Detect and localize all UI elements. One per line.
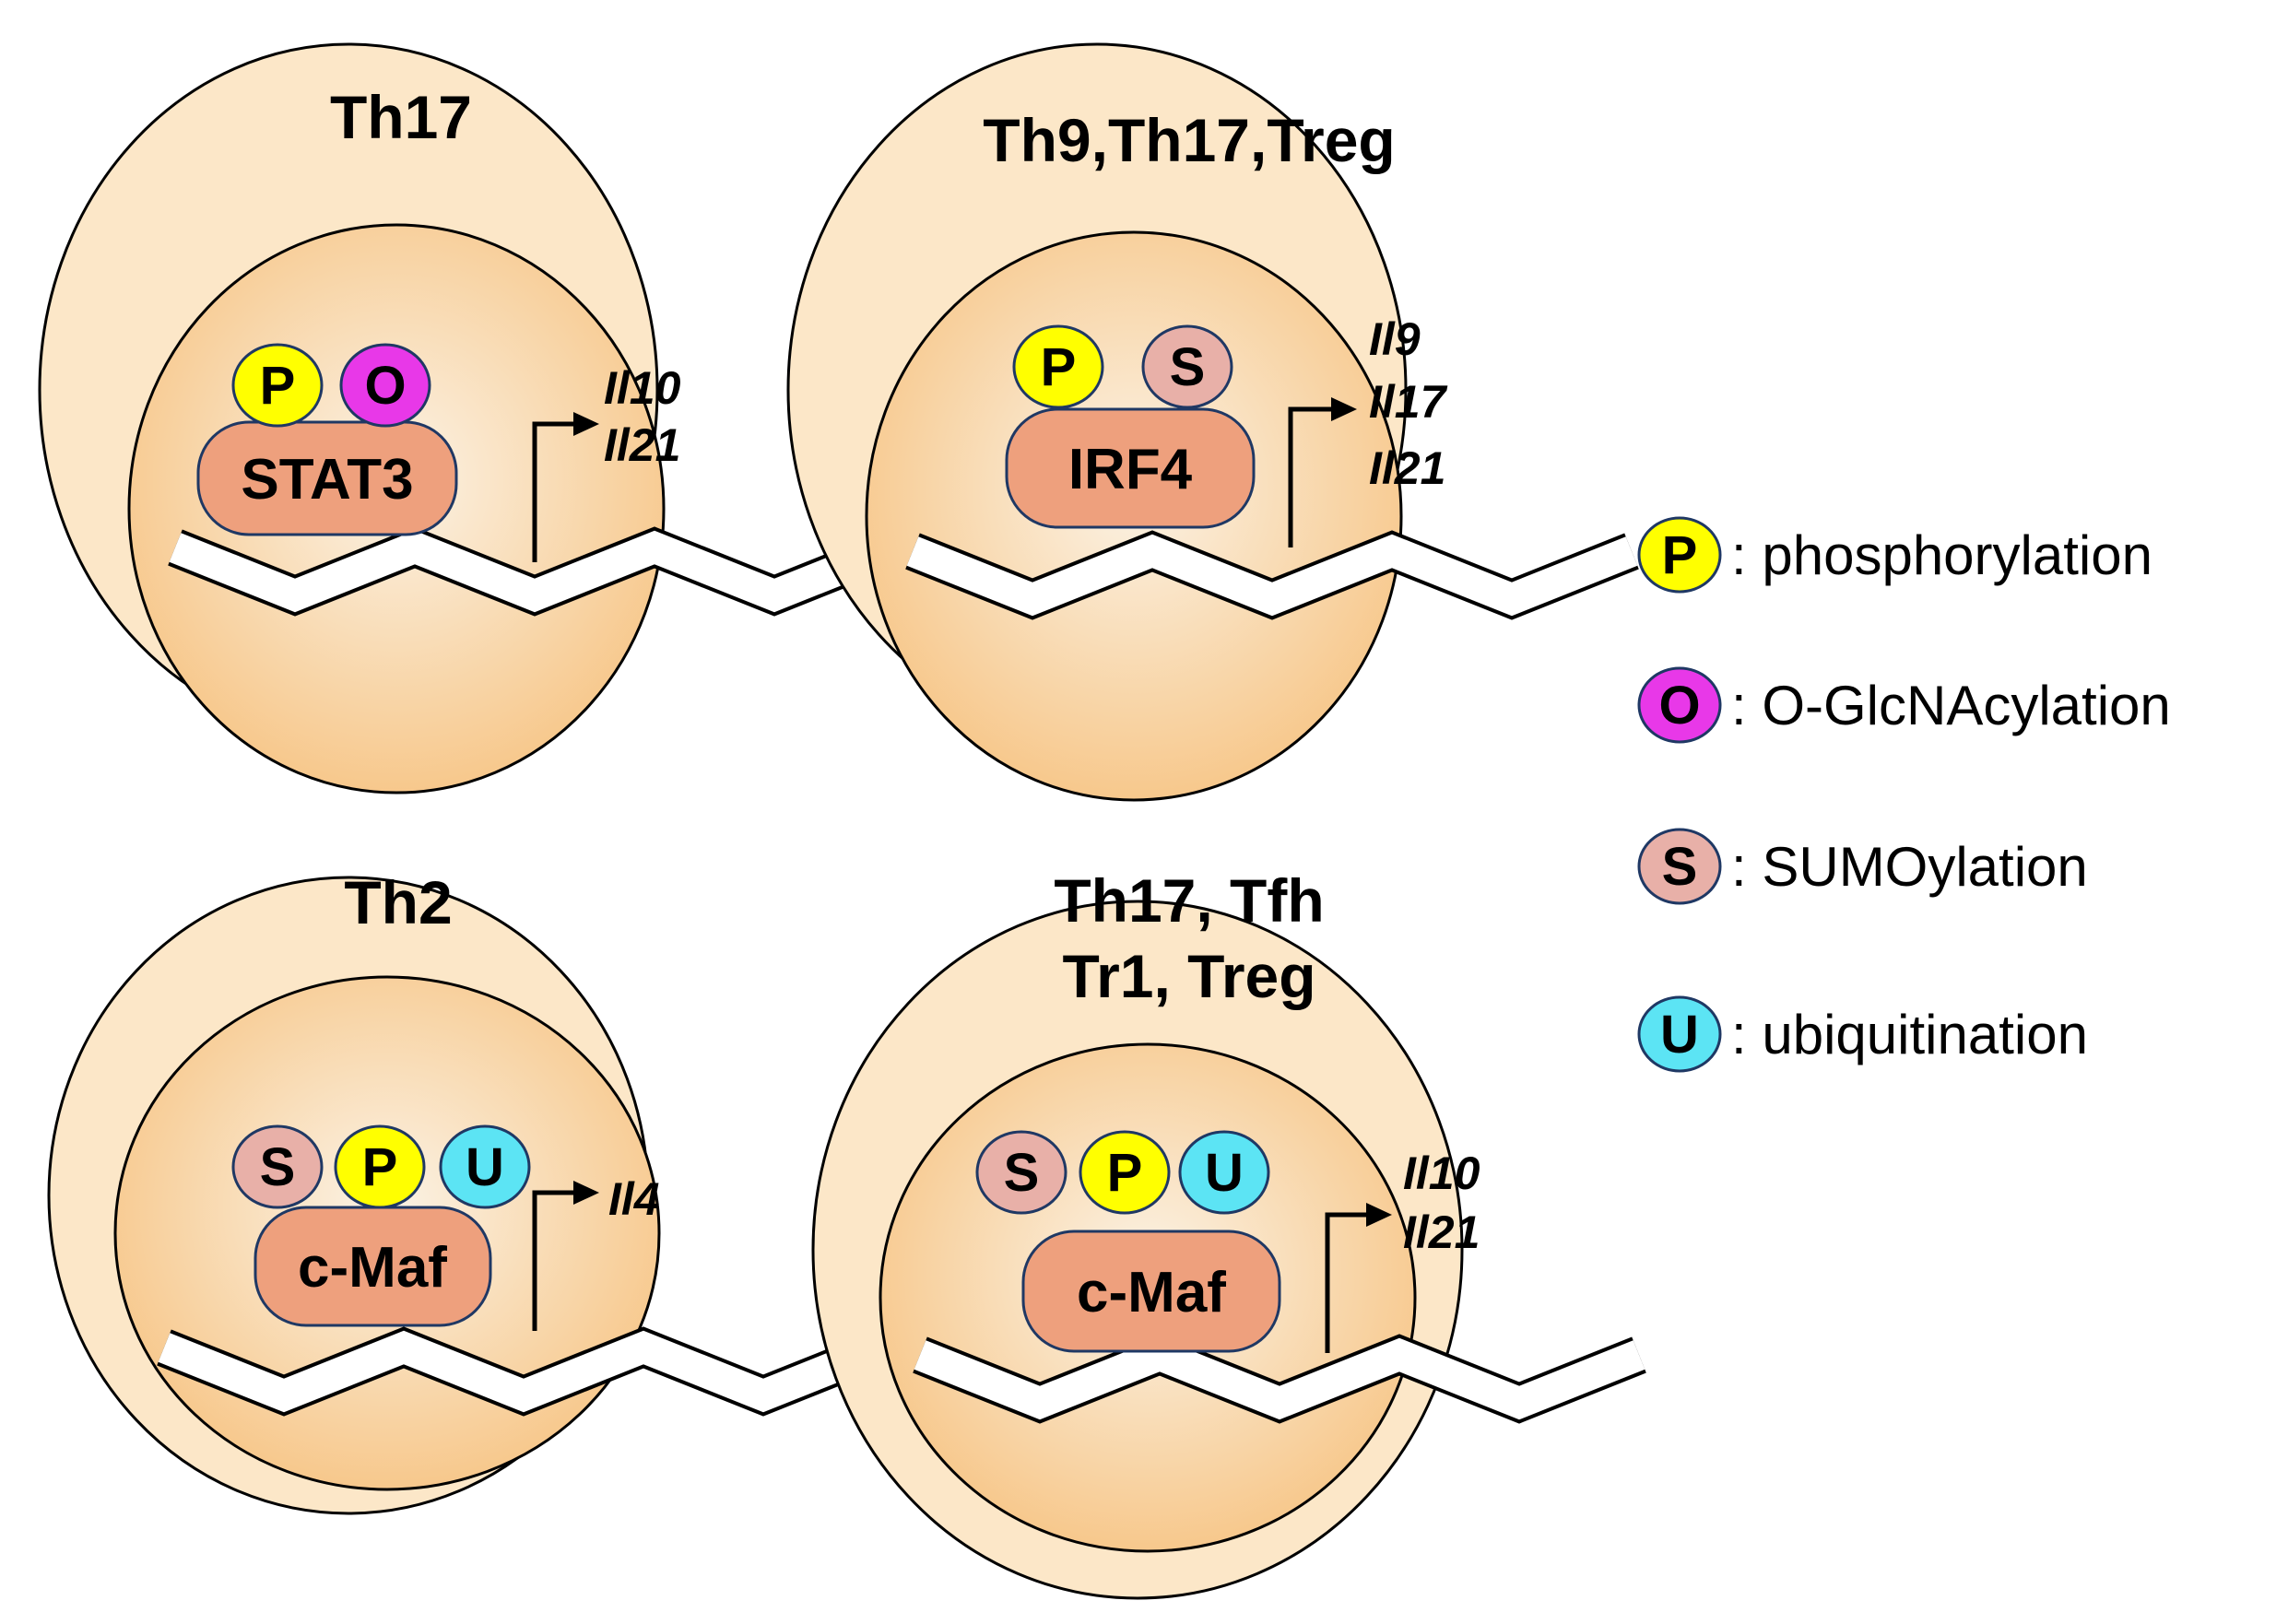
phosphorylation-icon <box>1637 516 1722 594</box>
sumoylation-badge <box>1141 324 1233 409</box>
o-glcnacylation-badge <box>339 343 431 428</box>
phosphorylation-badge <box>334 1124 426 1209</box>
cell-type-title: Th17, Tfh <box>1054 866 1324 935</box>
transcription-factor-label: c-Maf <box>298 1236 447 1300</box>
modification-letter: O <box>364 356 406 416</box>
modification-letter: S <box>1170 337 1206 397</box>
transcription-factor-label: STAT3 <box>241 448 413 512</box>
cell-type-title: Th9,Th17,Treg <box>983 106 1395 174</box>
target-gene: Il21 <box>604 419 680 471</box>
ubiquitination-badge <box>1178 1130 1270 1215</box>
transcription-factor-label: c-Maf <box>1077 1261 1226 1324</box>
target-gene: Il9 <box>1369 313 1421 365</box>
dna-strand <box>169 530 901 613</box>
legend-item-ubiquitination: U : ubiquitination <box>1637 995 2088 1073</box>
legend-letter: O <box>1658 676 1700 736</box>
sumoylation-icon <box>1637 828 1722 905</box>
o-glcnacylation-icon <box>1637 666 1722 744</box>
target-gene: Il10 <box>604 362 681 414</box>
sumoylation-badge <box>231 1124 324 1209</box>
target-gene: Il21 <box>1403 1206 1480 1258</box>
phosphorylation-badge <box>231 343 324 428</box>
modification-letter: P <box>362 1137 398 1197</box>
legend-letter: U <box>1660 1005 1699 1065</box>
phosphorylation-badge <box>1012 324 1104 409</box>
cell-type-title: Th2 <box>344 868 452 936</box>
transcription-arrow <box>1325 1212 1372 1353</box>
cell-type-title: Th17 <box>330 83 472 151</box>
target-gene: Il17 <box>1369 376 1448 428</box>
legend-letter: S <box>1662 837 1698 897</box>
arrow-head <box>573 1181 599 1205</box>
legend-label: : phosphorylation <box>1731 524 2152 586</box>
legend-label: : O-GlcNAcylation <box>1731 675 2171 736</box>
sumoylation-badge <box>975 1130 1067 1215</box>
modification-letter: U <box>1205 1143 1244 1203</box>
legend-label: : ubiquitination <box>1731 1004 2088 1065</box>
ubiquitination-badge <box>439 1124 531 1209</box>
cell-type-title: Tr1, Treg <box>1062 942 1315 1010</box>
transcription-arrow <box>532 421 579 562</box>
transcription-factor-label: IRF4 <box>1068 438 1193 501</box>
arrow-head <box>1331 397 1357 421</box>
target-gene: Il10 <box>1403 1147 1480 1199</box>
target-gene: Il21 <box>1369 442 1445 494</box>
legend-item-o-glcnacylation: O : O-GlcNAcylation <box>1637 666 2171 744</box>
dna-strand <box>906 534 1638 617</box>
modification-letter: S <box>1004 1143 1040 1203</box>
legend-letter: P <box>1662 525 1698 585</box>
transcription-factor <box>196 420 458 536</box>
arrow-head <box>573 412 599 436</box>
modification-letter: S <box>260 1137 296 1197</box>
modification-letter: P <box>1107 1143 1143 1203</box>
legend-label: : SUMOylation <box>1731 836 2088 898</box>
phosphorylation-badge <box>1079 1130 1171 1215</box>
transcription-arrow <box>532 1190 579 1331</box>
dna-strand <box>158 1330 890 1413</box>
legend-item-sumoylation: S : SUMOylation <box>1637 828 2088 905</box>
ubiquitination-icon <box>1637 995 1722 1073</box>
target-gene: Il4 <box>608 1173 660 1225</box>
transcription-factor <box>1021 1230 1281 1353</box>
dna-strand <box>914 1337 1645 1420</box>
transcription-factor <box>1005 407 1256 529</box>
modification-letter: P <box>260 356 296 416</box>
arrow-head <box>1366 1203 1392 1227</box>
transcription-arrow <box>1288 406 1337 547</box>
modification-letter: U <box>466 1137 504 1197</box>
legend-item-phosphorylation: P : phosphorylation <box>1637 516 2152 594</box>
modification-letter: P <box>1041 337 1077 397</box>
